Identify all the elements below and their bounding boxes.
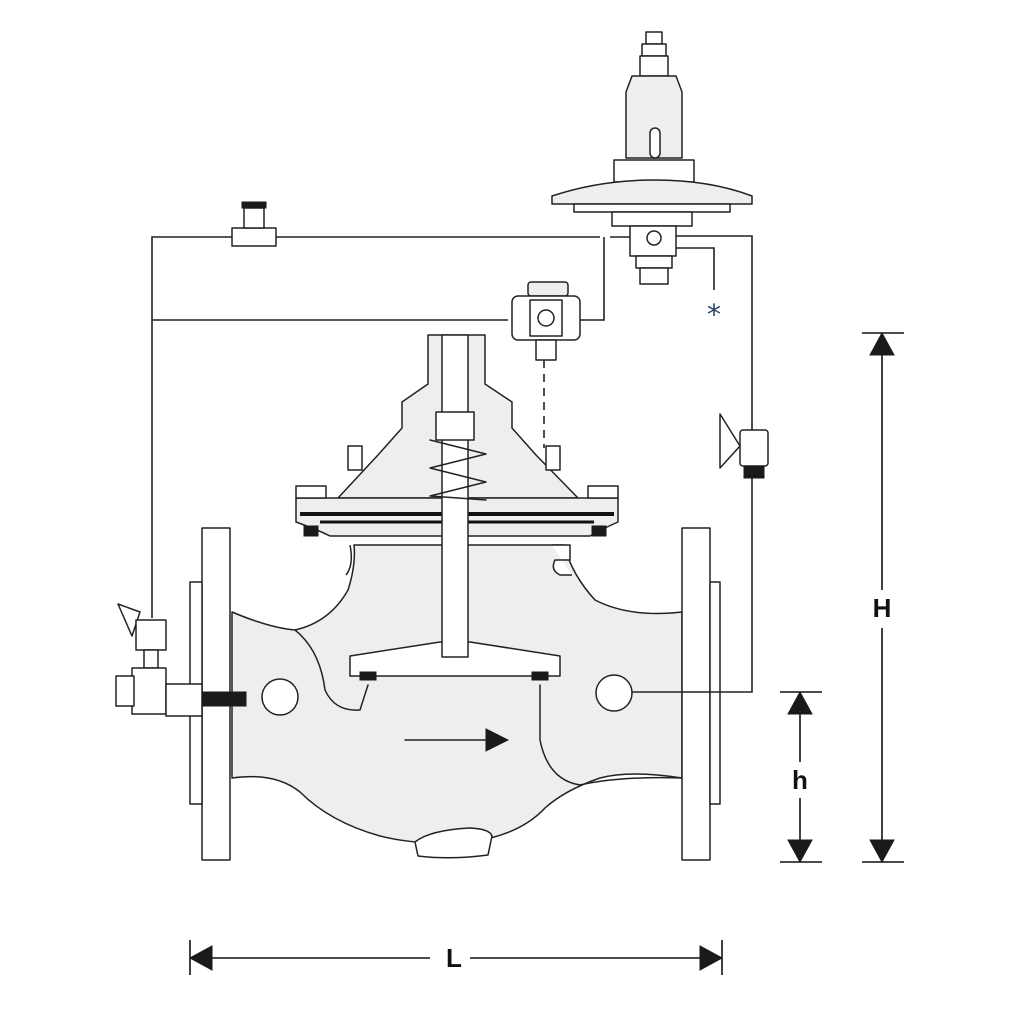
outlet-flange — [681, 527, 721, 861]
strainer-icon — [719, 413, 769, 479]
dimension-label-length: L — [446, 943, 462, 973]
dimension-height-axis: h — [780, 690, 822, 864]
dimension-label-height-total: H — [873, 593, 892, 623]
isolation-ball-valve-icon — [115, 603, 247, 717]
outlet-port-icon — [595, 674, 633, 712]
valve-stem — [435, 334, 475, 658]
note-asterisk: * — [707, 298, 721, 331]
spring-icon — [429, 439, 487, 501]
valve-disc — [349, 641, 561, 681]
pilot-regulator — [551, 31, 753, 285]
flow-direction-arrow-icon — [404, 728, 510, 752]
inlet-port-icon — [261, 678, 299, 716]
dimension-label-height-axis: h — [792, 765, 808, 795]
valve-body — [231, 544, 683, 859]
control-piping — [151, 235, 753, 693]
flow-control-valve-icon — [511, 281, 581, 361]
dimension-length: L — [188, 940, 724, 975]
gauge-tee-icon — [231, 201, 277, 247]
dimension-height-total: H — [862, 331, 904, 864]
